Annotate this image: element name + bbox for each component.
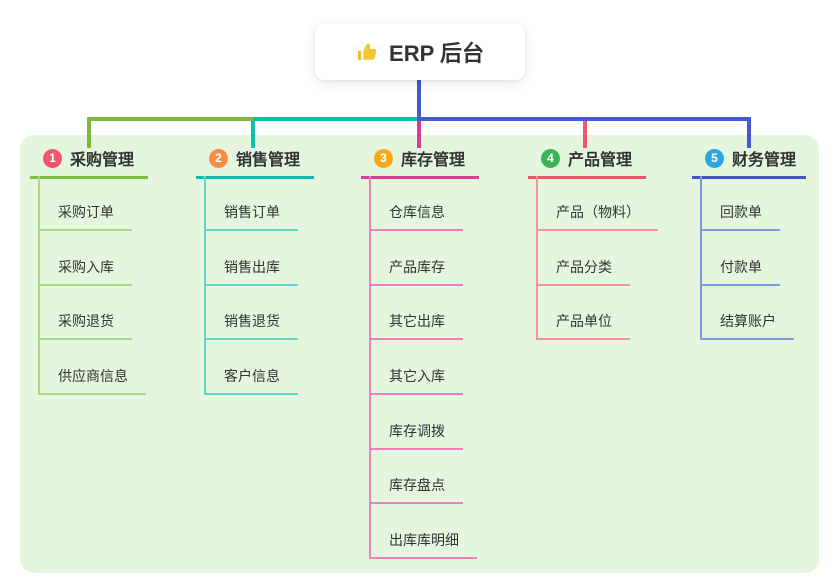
node-receipt-order[interactable]: 回款单 xyxy=(700,203,780,231)
branch-spine-finance xyxy=(700,176,702,340)
node-supplier-info[interactable]: 供应商信息 xyxy=(38,367,146,395)
branch-header-purchase[interactable]: 1 采购管理 xyxy=(30,146,148,179)
branch-spine-product xyxy=(536,176,538,340)
branch-number-badge: 2 xyxy=(209,148,228,168)
branch-header-inventory[interactable]: 3 库存管理 xyxy=(361,146,479,179)
branch-title: 销售管理 xyxy=(236,152,301,169)
thumbs-up-icon xyxy=(356,41,379,64)
root-node[interactable]: ERP 后台 xyxy=(315,24,525,80)
drop-line-sales xyxy=(251,121,255,148)
node-warehouse-info[interactable]: 仓库信息 xyxy=(369,203,463,231)
drop-line-inventory xyxy=(417,121,421,148)
branch-title: 采购管理 xyxy=(70,152,135,169)
branch-title: 财务管理 xyxy=(732,152,797,169)
branch-spine-inventory xyxy=(369,176,371,559)
node-product-unit[interactable]: 产品单位 xyxy=(536,312,630,340)
drop-line-product xyxy=(583,121,587,148)
horizontal-connector-purchase xyxy=(87,117,255,121)
node-payment-order[interactable]: 付款单 xyxy=(700,258,780,286)
node-product-material[interactable]: 产品（物料） xyxy=(536,203,658,231)
node-purchase-order[interactable]: 采购订单 xyxy=(38,203,132,231)
branch-number-badge: 4 xyxy=(541,148,560,168)
root-label: ERP 后台 xyxy=(389,41,484,66)
branch-title: 库存管理 xyxy=(401,152,466,169)
node-purchase-return[interactable]: 采购退货 xyxy=(38,312,132,340)
node-stock-transfer[interactable]: 库存调拨 xyxy=(369,422,463,450)
drop-line-purchase xyxy=(87,121,91,148)
node-sales-return[interactable]: 销售退货 xyxy=(204,312,298,340)
branch-header-product[interactable]: 4 产品管理 xyxy=(528,146,646,179)
node-product-stock[interactable]: 产品库存 xyxy=(369,258,463,286)
node-purchase-inbound[interactable]: 采购入库 xyxy=(38,258,132,286)
branch-number-badge: 5 xyxy=(705,148,724,168)
node-settlement-account[interactable]: 结算账户 xyxy=(700,312,794,340)
node-sales-order[interactable]: 销售订单 xyxy=(204,203,298,231)
node-other-outbound[interactable]: 其它出库 xyxy=(369,312,463,340)
branch-number-badge: 3 xyxy=(374,148,393,168)
node-customer-info[interactable]: 客户信息 xyxy=(204,367,298,395)
horizontal-connector-sales xyxy=(253,117,419,121)
branch-header-sales[interactable]: 2 销售管理 xyxy=(196,146,314,179)
drop-line-finance xyxy=(747,121,751,148)
node-other-inbound[interactable]: 其它入库 xyxy=(369,367,463,395)
node-product-category[interactable]: 产品分类 xyxy=(536,258,630,286)
branch-number-badge: 1 xyxy=(43,148,62,168)
branch-title: 产品管理 xyxy=(568,152,633,169)
branch-header-finance[interactable]: 5 财务管理 xyxy=(692,146,806,179)
node-outbound-detail[interactable]: 出库库明细 xyxy=(369,531,477,559)
node-sales-outbound[interactable]: 销售出库 xyxy=(204,258,298,286)
horizontal-connector-finance xyxy=(417,117,751,121)
root-connector-line xyxy=(417,80,421,118)
node-stock-count[interactable]: 库存盘点 xyxy=(369,476,463,504)
branches-panel xyxy=(20,135,819,573)
